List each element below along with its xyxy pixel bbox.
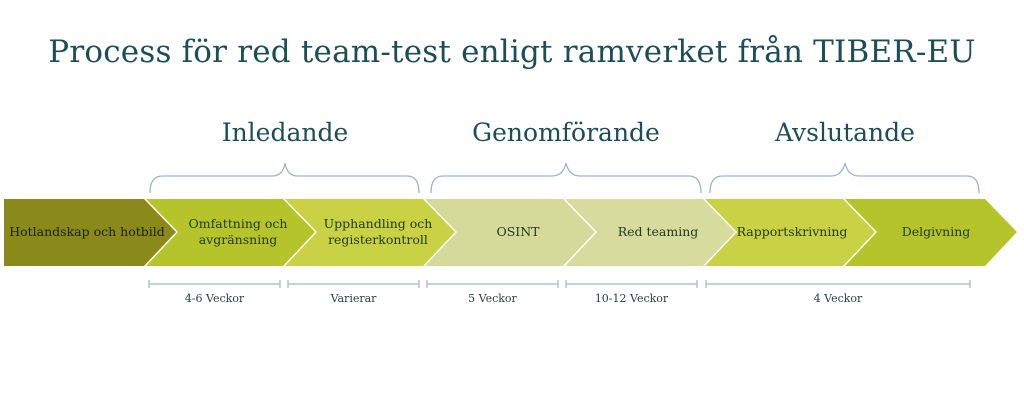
step-arrow-omfattning [146,199,315,266]
duration-range-3 [426,280,559,288]
phase-brace-inledande [149,162,420,194]
duration-range-1 [148,280,281,288]
step-label-delgivning: Delgivning [901,224,971,239]
step-arrow-hotlandskap [4,199,176,266]
page-title: Process för red team-test enligt ramverk… [48,34,976,70]
step-arrow-upphandling [285,199,455,266]
duration-range-5 [705,280,971,288]
duration-range-4 [565,280,698,288]
phase-brace-avslutande [709,162,980,194]
phase-label-avslutande: Avslutande [775,118,915,147]
step-arrow-rapportskrivning [705,199,875,266]
duration-range-2 [287,280,420,288]
duration-label-3: 5 Veckor [468,292,517,305]
phase-label-genomforande: Genomförande [472,118,660,147]
duration-label-5: 4 Veckor [813,292,863,305]
phase-label-inledande: Inledande [221,118,349,147]
step-label-upphandling: Upphandling och registerkontroll [323,216,433,247]
step-label-hotlandskap: Hotlandskap och hotbild [9,224,165,239]
step-arrow-osint [425,199,595,266]
phase-brace-genomforande [430,162,702,194]
step-arrow-red-teaming [565,199,735,266]
step-label-red-teaming: Red teaming [617,224,699,239]
duration-label-1: 4-6 Veckor [184,292,245,305]
step-arrow-delgivning [845,199,1017,266]
duration-label-4: 10-12 Veckor [594,292,669,305]
step-label-rapportskrivning: Rapportskrivning [736,224,848,239]
step-label-osint: OSINT [496,224,540,239]
duration-label-2: Varierar [330,292,377,305]
step-label-omfattning: Omfattning och avgränsning [188,216,288,247]
